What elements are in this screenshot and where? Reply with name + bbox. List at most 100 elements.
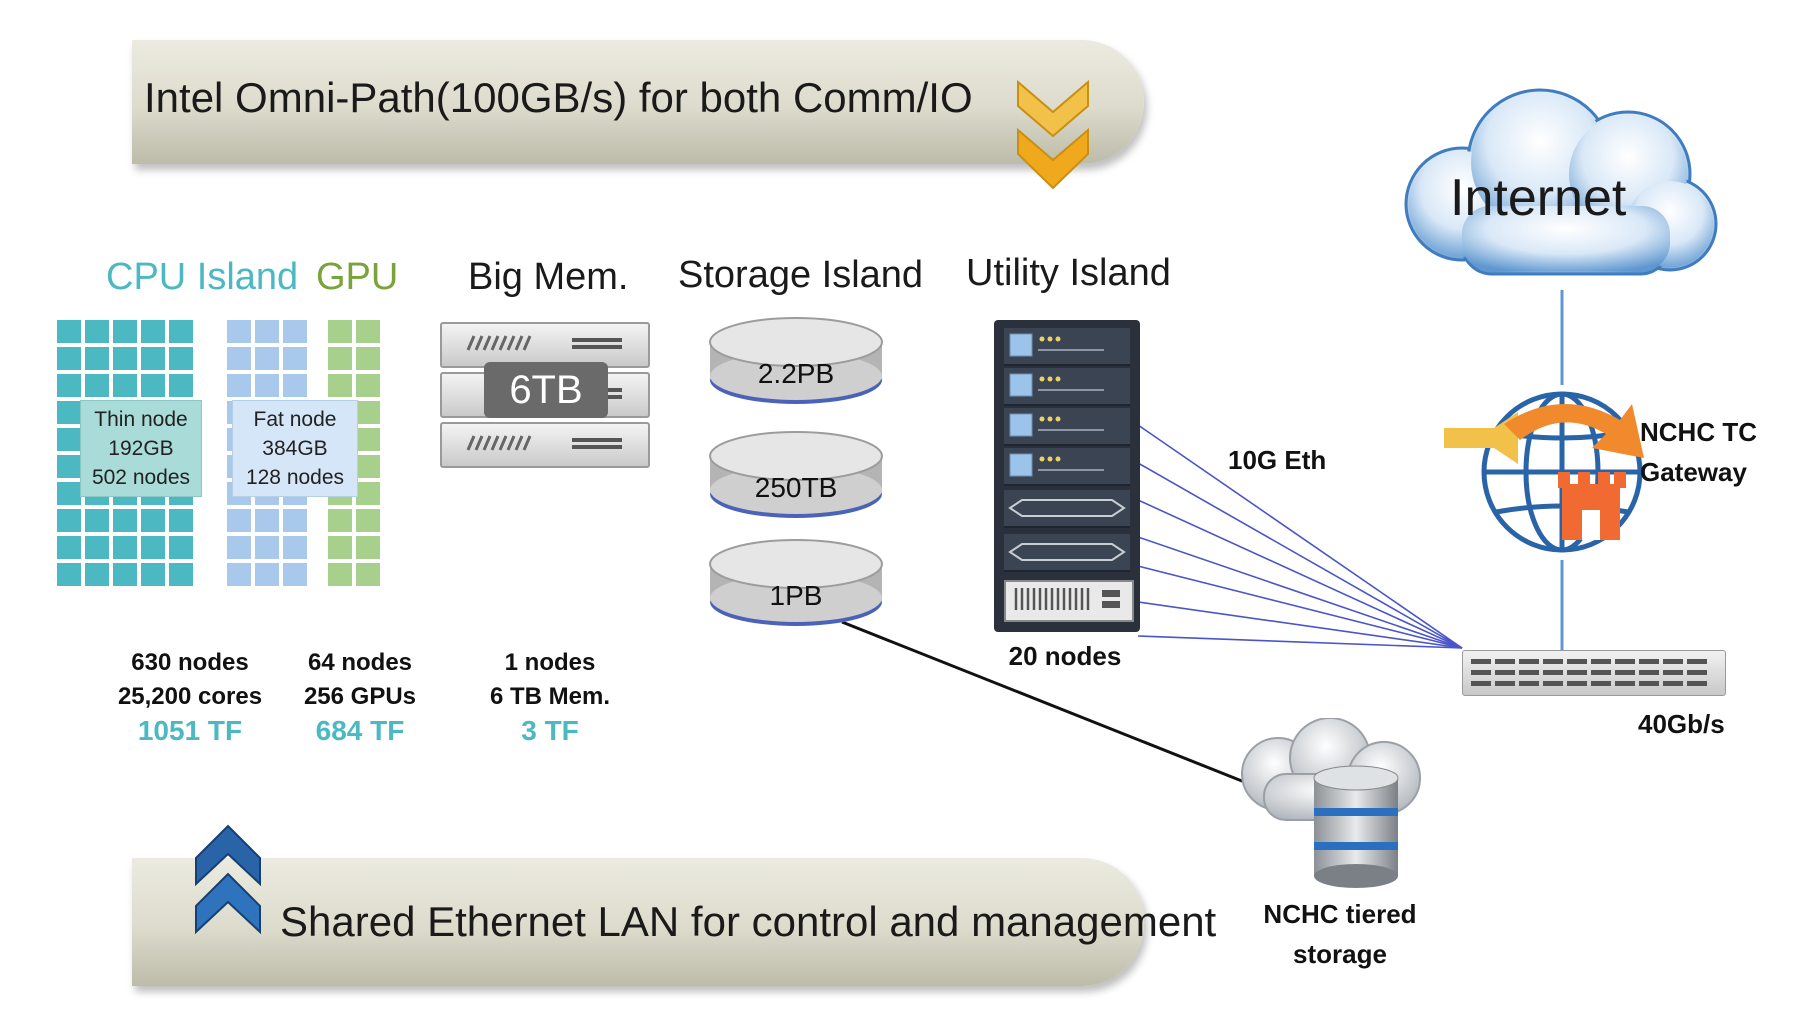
node-cell xyxy=(57,374,81,397)
node-cell xyxy=(255,509,279,532)
storage-capacity-label: 250TB xyxy=(754,472,838,503)
node-cell xyxy=(85,347,109,370)
fat-node-count: 128 nodes xyxy=(245,466,345,489)
node-cell xyxy=(141,374,165,397)
node-cell xyxy=(356,320,380,343)
disk-icon xyxy=(709,317,883,404)
node-cell xyxy=(227,509,251,532)
node-cell xyxy=(356,347,380,370)
node-cell xyxy=(227,374,251,397)
node-cell xyxy=(328,509,352,532)
gpu-stats: 64 nodes 256 GPUs 684 TF xyxy=(290,646,430,748)
rack-details-icon xyxy=(1008,333,1126,610)
network-switch xyxy=(1462,650,1726,696)
node-cell xyxy=(356,428,380,451)
eth-lines xyxy=(1137,424,1463,649)
node-cell xyxy=(113,509,137,532)
disk-icon xyxy=(709,431,883,518)
utility-rack xyxy=(994,320,1140,632)
node-cell xyxy=(328,374,352,397)
node-cell xyxy=(328,347,352,370)
node-cell xyxy=(227,320,251,343)
cpu-core-count: 25,200 cores xyxy=(117,683,263,710)
node-cell xyxy=(283,320,307,343)
node-cell xyxy=(57,455,81,478)
node-cell xyxy=(356,455,380,478)
node-cell xyxy=(328,536,352,559)
cpu-stats: 630 nodes 25,200 cores 1051 TF xyxy=(100,646,280,748)
utility-node-count: 20 nodes xyxy=(1008,641,1122,671)
storage-capacity-label: 1PB xyxy=(769,580,823,611)
node-cell xyxy=(255,563,279,586)
internet-cloud-icon xyxy=(1404,88,1718,276)
node-cell xyxy=(113,563,137,586)
omni-path-label: Intel Omni-Path(100GB/s) for both Comm/I… xyxy=(144,74,973,121)
thin-node-box: Thin node 192GB 502 nodes xyxy=(80,400,202,497)
gpu-tflops: 684 TF xyxy=(315,715,405,746)
node-cell xyxy=(169,509,193,532)
fat-node-label: Fat node xyxy=(253,408,337,431)
rack-unit xyxy=(1004,490,1130,528)
node-cell xyxy=(227,347,251,370)
node-cell xyxy=(141,509,165,532)
node-cell xyxy=(113,320,137,343)
gateway-globe-icon xyxy=(1444,391,1644,553)
fat-node-box: Fat node 384GB 128 nodes xyxy=(232,400,358,497)
cpu-tflops: 1051 TF xyxy=(137,715,243,746)
node-cell xyxy=(356,374,380,397)
utility-island-title: Utility Island xyxy=(966,252,1171,294)
node-cell xyxy=(113,347,137,370)
node-cell xyxy=(255,347,279,370)
thin-node-memory: 192GB xyxy=(108,437,174,460)
node-cell xyxy=(356,482,380,505)
node-cell xyxy=(356,536,380,559)
node-cell xyxy=(356,401,380,424)
node-cell xyxy=(328,563,352,586)
thin-node-label: Thin node xyxy=(94,408,188,431)
node-cell xyxy=(283,347,307,370)
gateway-label: NCHC TC Gateway xyxy=(1640,412,1757,492)
storage-island-title: Storage Island xyxy=(678,254,924,296)
node-cell xyxy=(57,509,81,532)
node-cell xyxy=(141,563,165,586)
bigmem-server-stack: 6TB xyxy=(440,322,652,468)
switch-speed-label: 40Gb/s xyxy=(1638,709,1725,739)
node-cell xyxy=(227,536,251,559)
gateway-label-line1: NCHC TC xyxy=(1640,417,1757,447)
node-cell xyxy=(57,536,81,559)
disk-icon xyxy=(709,539,883,626)
gpu-node-count: 64 nodes xyxy=(307,649,413,676)
node-cell xyxy=(255,320,279,343)
eth-speed-label: 10G Eth xyxy=(1228,445,1327,475)
node-cell xyxy=(283,509,307,532)
node-cell xyxy=(328,320,352,343)
node-cell xyxy=(85,374,109,397)
storage-disk: 1PB xyxy=(706,536,886,632)
node-cell xyxy=(255,536,279,559)
chevron-up-icon xyxy=(195,824,261,935)
storage-capacity-label: 2.2PB xyxy=(757,358,835,389)
node-cell xyxy=(85,320,109,343)
internet-label: Internet xyxy=(1450,169,1627,227)
node-cell xyxy=(169,347,193,370)
ethernet-lan-banner: Shared Ethernet LAN for control and mana… xyxy=(132,858,1216,986)
bigmem-title: Big Mem. xyxy=(468,256,629,298)
ethernet-lan-label: Shared Ethernet LAN for control and mana… xyxy=(280,898,1217,945)
gpu-island-title: GPU xyxy=(316,256,399,298)
node-cell xyxy=(57,563,81,586)
node-cell xyxy=(141,320,165,343)
storage-disk: 2.2PB xyxy=(706,314,886,410)
cpu-island-title: CPU Island xyxy=(106,256,299,298)
node-cell xyxy=(85,509,109,532)
bigmem-node-count: 1 nodes xyxy=(504,649,596,676)
tiered-storage-label-line2: storage xyxy=(1293,939,1387,969)
switch-ports-icon xyxy=(1471,659,1707,686)
cpu-node-count: 630 nodes xyxy=(131,649,249,676)
rack-unit xyxy=(1004,534,1130,572)
node-cell xyxy=(283,563,307,586)
bigmem-tflops: 3 TF xyxy=(521,715,579,746)
tiered-storage-icon xyxy=(1241,718,1421,888)
node-cell xyxy=(169,374,193,397)
storage-disk: 250TB xyxy=(706,428,886,524)
